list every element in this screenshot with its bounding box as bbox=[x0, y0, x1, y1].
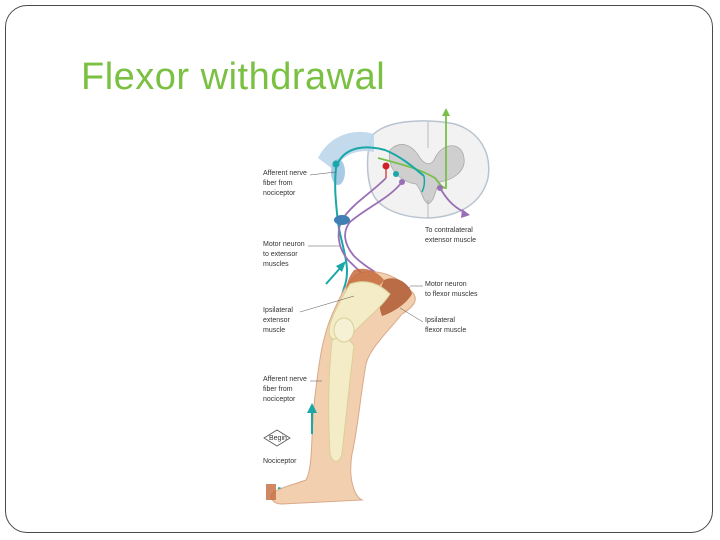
kneecap bbox=[333, 317, 355, 343]
flexor-withdrawal-diagram: Afferent nerve fiber from nociceptor Mot… bbox=[250, 108, 490, 508]
nociceptor-symbol bbox=[263, 429, 291, 500]
leader-ipsi-flexor bbox=[399, 307, 424, 323]
label-nociceptor: Nociceptor bbox=[263, 458, 297, 465]
slide-title: Flexor withdrawal bbox=[81, 56, 386, 98]
tibia bbox=[328, 337, 355, 462]
leader-afferent-top bbox=[309, 171, 337, 176]
label-begin: Begin bbox=[269, 435, 287, 442]
label-afferent-top: Afferent nerve fiber from nociceptor bbox=[263, 170, 309, 197]
ventral-root bbox=[334, 215, 350, 225]
label-motor-flexor: Motor neuron to flexor muscles bbox=[425, 281, 478, 298]
label-contralateral: To contralateral extensor muscle bbox=[425, 227, 476, 244]
thigh-flexor-muscle bbox=[379, 278, 412, 316]
label-ipsi-flexor: Ipsilateral flexor muscle bbox=[425, 317, 466, 334]
signal-direction-arrows bbox=[307, 261, 346, 434]
dorsal-root-sheath bbox=[318, 131, 374, 170]
label-afferent-bottom: Afferent nerve fiber from nociceptor bbox=[263, 376, 309, 403]
ascending-pathway bbox=[377, 108, 450, 189]
leader-ipsi-extensor bbox=[299, 295, 355, 313]
label-ipsi-extensor: Ipsilateral extensor muscle bbox=[263, 307, 295, 334]
label-motor-extensor: Motor neuron to extensor muscles bbox=[263, 241, 307, 268]
